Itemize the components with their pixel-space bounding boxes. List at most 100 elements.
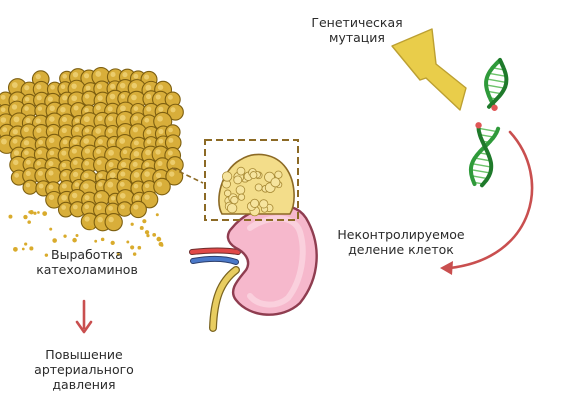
hormone-dot: [13, 246, 18, 252]
tumor-cell-highlight: [120, 126, 126, 133]
tumor-cell-highlight: [73, 105, 79, 111]
tumor-cell-highlight: [72, 204, 78, 210]
label-line: давления: [52, 377, 116, 392]
tumor-cell-highlight: [62, 95, 68, 101]
tumor-cell-highlight: [61, 162, 67, 168]
adrenal-nodule: [274, 170, 283, 179]
tumor-cell-highlight: [155, 149, 161, 155]
dna-base-pair: [486, 78, 507, 84]
tumor-cell-highlight: [145, 149, 151, 156]
uncontrolled-division-label: Неконтролируемое деление клеток: [326, 227, 476, 257]
tumor-cell-highlight: [145, 84, 152, 91]
hormone-dot: [86, 225, 91, 230]
tumor-cell-highlight: [96, 159, 102, 165]
tumor-cell-highlight: [47, 96, 53, 102]
tumor-cell-highlight: [168, 127, 173, 133]
hormone-dot: [24, 242, 28, 246]
tumor-cell-highlight: [12, 138, 18, 144]
hormone-dot: [75, 233, 79, 237]
tumor-cell-highlight: [96, 193, 102, 199]
hormone-dot: [42, 211, 48, 216]
tumor-cell-highlight: [133, 140, 139, 146]
tumor-cell-highlight: [119, 138, 126, 144]
dna-base-pair: [487, 90, 502, 95]
tumor-cell-highlight: [37, 106, 43, 111]
hormone-dot: [63, 234, 67, 238]
hormone-dot: [100, 237, 105, 242]
tumor-cell-highlight: [146, 106, 152, 112]
tumor-cell-highlight: [132, 161, 138, 167]
tumor-cell-highlight: [122, 149, 128, 155]
tumor-cell-highlight: [97, 115, 103, 122]
tumor-cell-highlight: [24, 97, 30, 102]
pressure-arrowhead: [75, 320, 93, 334]
tumor-cell-highlight: [24, 85, 30, 91]
tumor-cell-highlight: [35, 73, 41, 80]
tumor-cell-highlight: [61, 117, 68, 123]
hormone-dot: [52, 238, 57, 243]
tumor-cell: [153, 177, 171, 196]
tumor-cell-highlight: [35, 118, 41, 124]
label-line: Генетическая: [311, 15, 403, 30]
tumor-cell-highlight: [133, 150, 140, 157]
tumor-cell-highlight: [0, 94, 6, 100]
tumor-cell-highlight: [71, 95, 78, 102]
tumor-cell-highlight: [48, 194, 55, 200]
tumor-cell-highlight: [155, 172, 162, 179]
tumor-cell-highlight: [96, 205, 102, 211]
hormone-dot: [29, 246, 34, 251]
tumor-cell-highlight: [48, 184, 54, 190]
tumor-cell-highlight: [146, 139, 152, 144]
hormone-dot: [139, 225, 144, 230]
tumor-cell: [22, 179, 38, 195]
cell-cluster-icon: [0, 67, 184, 232]
hormone-dot: [144, 230, 150, 235]
tumor-cell-highlight: [107, 128, 113, 134]
adrenal-nodule: [254, 183, 263, 192]
tumor-cell-highlight: [84, 195, 90, 201]
hormone-dot: [155, 213, 159, 217]
tumor-cell-highlight: [108, 149, 114, 156]
tumor-cell-highlight: [84, 94, 90, 99]
adrenal-nodule: [233, 175, 243, 185]
tumor-cell-highlight: [97, 216, 103, 223]
tumor-cell-highlight: [13, 116, 20, 123]
tumor-cell-highlight: [98, 182, 103, 187]
label-line: артериального: [34, 362, 134, 377]
tumor-cell-highlight: [62, 172, 67, 177]
tumor-cell-highlight: [119, 192, 126, 199]
hormone-dot: [27, 220, 31, 224]
adrenal-nodule: [259, 199, 269, 209]
tumor-cell-highlight: [71, 192, 78, 199]
adrenal-nodule: [249, 171, 258, 179]
tumor-cell-highlight: [13, 159, 19, 166]
tumor-cell-highlight: [12, 129, 18, 135]
tumor-cell-highlight: [62, 74, 67, 79]
tumor-cell-highlight: [96, 84, 102, 90]
tumor-cell-highlight: [38, 183, 44, 189]
tumor-cell-highlight: [13, 150, 20, 156]
tumor-cell-highlight: [72, 71, 79, 78]
tumor-cell-highlight: [133, 115, 139, 121]
tumor-cell-highlight: [84, 148, 91, 154]
tumor-cell-highlight: [120, 204, 125, 210]
tumor-cell-highlight: [23, 140, 30, 146]
tumor-cell-highlight: [85, 85, 91, 91]
adrenal-nodule: [226, 203, 238, 214]
tumor-cell-highlight: [110, 196, 116, 201]
dna-break-point: [475, 122, 482, 129]
tumor-cell-highlight: [120, 94, 126, 99]
tumor-cell-highlight: [157, 84, 164, 90]
hormone-dot: [132, 252, 137, 256]
tumor-cell-highlight: [84, 204, 90, 210]
tumor-cell: [104, 212, 123, 232]
dna-base-pair: [478, 127, 498, 133]
label-line: Неконтролируемое: [337, 227, 465, 242]
tumor-cell-highlight: [158, 106, 164, 112]
tumor-cell-highlight: [83, 138, 90, 144]
tumor-cell-highlight: [37, 170, 43, 176]
tumor-cell-highlight: [110, 71, 116, 78]
tumor-cell-highlight: [168, 137, 174, 143]
tumor-cell-highlight: [83, 73, 90, 79]
